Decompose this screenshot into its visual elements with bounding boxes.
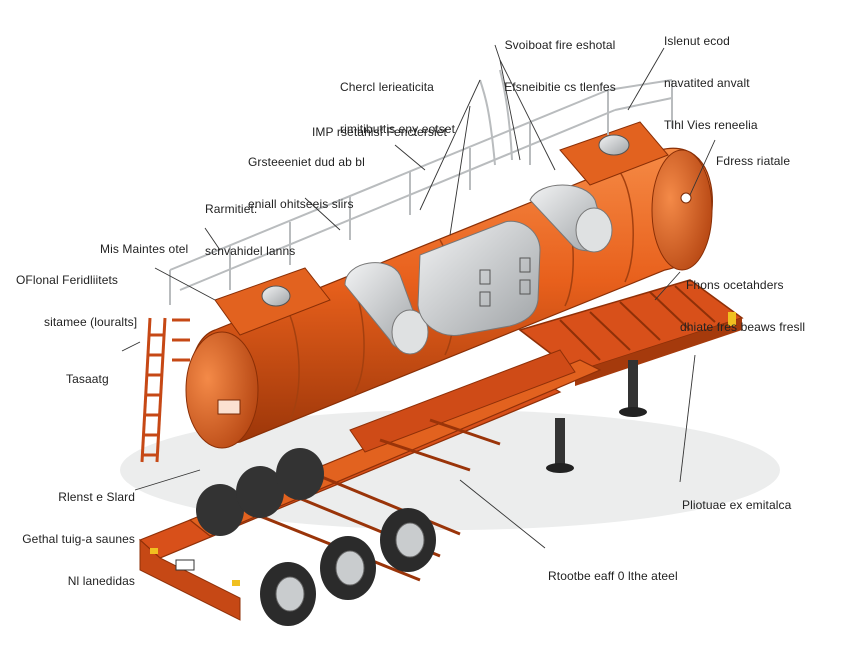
label-line: Nl lanedidas <box>67 574 135 588</box>
wheel <box>320 536 376 600</box>
label-right-2: Fhons ocetahders dhiate fres beaws fresl… <box>680 250 805 348</box>
trailer-rear-frame <box>518 279 744 473</box>
internal-pipe <box>344 262 429 355</box>
wheel <box>236 466 284 518</box>
wheel <box>380 508 436 572</box>
label-line: Rtootbe eaff 0 lthe ateel <box>548 569 678 583</box>
label-bottom-1: Rtootbe eaff 0 lthe ateel <box>548 541 678 597</box>
label-line: scnvahidel lanns <box>205 244 296 258</box>
label-line: Efsneibitie cs tlenfes <box>504 80 616 94</box>
guard-rail <box>169 69 673 305</box>
label-line: Fhons ocetahders <box>686 278 784 292</box>
label-line: Rarmitiet: <box>205 202 258 216</box>
label-line: Tlhl Vies reneelia <box>664 118 758 132</box>
ladder <box>140 317 190 463</box>
manhole-platform <box>214 267 331 336</box>
label-upper-3: Grsteeeniet dud ab bl eniall ohitseeis s… <box>248 127 365 225</box>
label-line: Islenut ecod <box>664 34 730 48</box>
label-upper-4: Rarmitiet: scnvahidel lanns <box>205 174 295 272</box>
label-upper-1: Chercl lerieaticita rimitibuttis eny eot… <box>340 52 455 150</box>
label-line: Rlenst e Slard <box>58 490 135 504</box>
manhole-platform <box>559 121 669 186</box>
label-left-1: Mis Maintes otel <box>100 214 188 270</box>
label-line: rimitibuttis eny eotset <box>340 122 456 136</box>
tank-end-cap <box>185 331 259 449</box>
label-right-1: Fdress riatale <box>716 126 790 182</box>
label-line: dhiate fres beaws fresll <box>680 320 806 334</box>
label-left-4: Rlenst e Slard Gethal tuig-a saunes Nl l… <box>10 462 135 602</box>
label-line: Tasaatg <box>66 372 109 386</box>
wheel <box>276 448 324 500</box>
wheel <box>196 484 244 536</box>
wheel-set <box>196 448 436 626</box>
internal-pipe <box>529 184 613 253</box>
internal-pump-housing <box>417 220 541 336</box>
label-right-3: Pliotuae ex emitalca <box>682 470 791 526</box>
label-line: Chercl lerieaticita <box>340 80 434 94</box>
label-line: Grsteeeniet dud ab bl <box>248 155 365 169</box>
label-upper-2: IMP rsetahisf Fenctersiet <box>312 97 447 153</box>
label-line: sitamee (louralts] <box>44 315 138 329</box>
label-left-3: Tasaatg <box>66 344 109 400</box>
label-line: Pliotuae ex emitalca <box>682 498 792 512</box>
label-line: Gethal tuig-a saunes <box>22 532 135 546</box>
label-top-right: Islenut ecod navatited anvalt Tlhl Vies … <box>664 6 758 146</box>
label-line: Fdress riatale <box>716 154 791 168</box>
leader-lines <box>121 44 716 549</box>
label-line: Mis Maintes otel <box>100 242 189 256</box>
label-line: OFlonal Feridliitets <box>16 273 119 287</box>
label-line: Svoiboat fire eshotal <box>504 38 616 52</box>
label-line: IMP rsetahisf Fenctersiet <box>312 125 447 139</box>
label-line: navatited anvalt <box>664 76 750 90</box>
label-left-2: OFlonal Feridliitets sitamee (louralts] <box>16 245 137 343</box>
wheel <box>260 562 316 626</box>
label-line: eniall ohitseeis siirs <box>248 197 354 211</box>
label-top-center: Svoiboat fire eshotal Efsneibitie cs tle… <box>495 10 625 108</box>
